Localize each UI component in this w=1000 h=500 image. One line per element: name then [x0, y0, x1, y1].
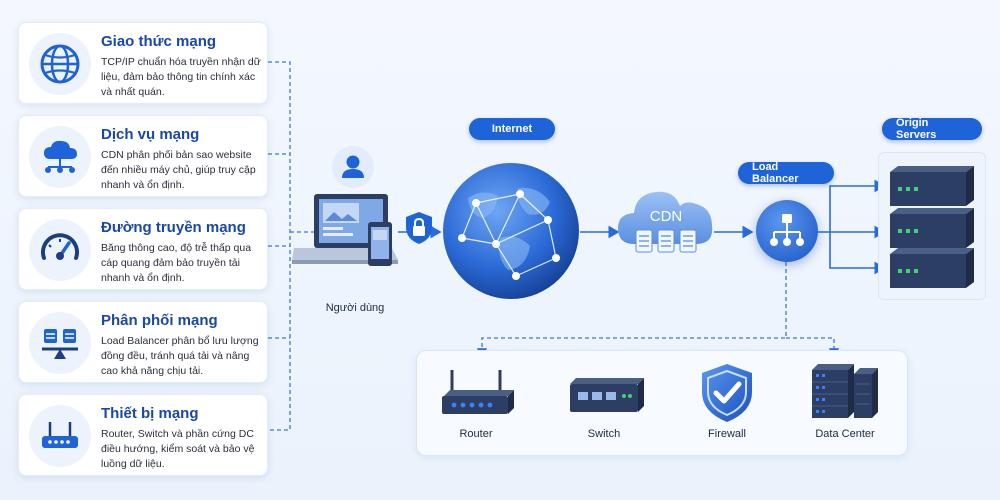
origin-servers-pill: Origin Servers	[882, 117, 982, 141]
router-icon	[29, 405, 91, 467]
card-network-device: Thiết bị mạng Router, Switch và phần cứn…	[18, 394, 268, 476]
card-network-distribution: Phân phối mạng Load Balancer phân bổ lưu…	[18, 301, 268, 383]
load-balancer-icon	[756, 200, 818, 262]
user-avatar-icon	[332, 146, 374, 188]
server-rack-icon	[886, 164, 978, 292]
card-network-protocol: Giao thức mạng TCP/IP chuẩn hóa truyền n…	[18, 22, 268, 104]
data-center-icon	[806, 362, 882, 420]
user-label: Người dùng	[325, 302, 385, 314]
firewall-shield-icon	[698, 362, 756, 424]
globe-icon	[29, 33, 91, 95]
balance-icon	[29, 312, 91, 374]
card-network-service: Dịch vụ mạng CDN phân phối bản sao websi…	[18, 115, 268, 197]
card-description: Router, Switch và phần cứng DC điều hướn…	[101, 428, 255, 470]
switch-device-icon	[566, 374, 648, 418]
firewall-label: Firewall	[708, 428, 746, 440]
internet-pill: Internet	[469, 118, 555, 140]
switch-label: Switch	[587, 428, 621, 440]
card-title: Thiết bị mạng	[101, 405, 199, 422]
cdn-label: CDN	[649, 208, 683, 225]
card-description: Load Balancer phân bổ lưu lượng đồng đều…	[101, 335, 259, 377]
card-title: Phân phối mạng	[101, 312, 218, 329]
laptop-phone-icon	[292, 190, 402, 280]
router-label: Router	[459, 428, 493, 440]
card-title: Giao thức mạng	[101, 33, 217, 50]
router-device-icon	[438, 366, 516, 420]
card-title: Dịch vụ mạng	[101, 126, 200, 143]
cloud-network-icon	[29, 126, 91, 188]
card-description: TCP/IP chuẩn hóa truyền nhận dữ liệu, đả…	[101, 56, 261, 98]
internet-globe-icon	[438, 158, 584, 304]
card-description: CDN phân phối bản sao website đến nhiều …	[101, 149, 256, 191]
data-center-label: Data Center	[815, 428, 875, 440]
load-balancer-pill: Load Balancer	[738, 161, 834, 185]
cdn-cloud-icon	[616, 178, 716, 262]
card-title: Đường truyền mạng	[101, 219, 246, 236]
card-description: Băng thông cao, độ trễ thấp qua cáp quan…	[101, 242, 252, 284]
speedometer-icon	[29, 219, 91, 281]
lock-shield-icon	[404, 210, 434, 246]
card-transmission-line: Đường truyền mạng Băng thông cao, độ trễ…	[18, 208, 268, 290]
